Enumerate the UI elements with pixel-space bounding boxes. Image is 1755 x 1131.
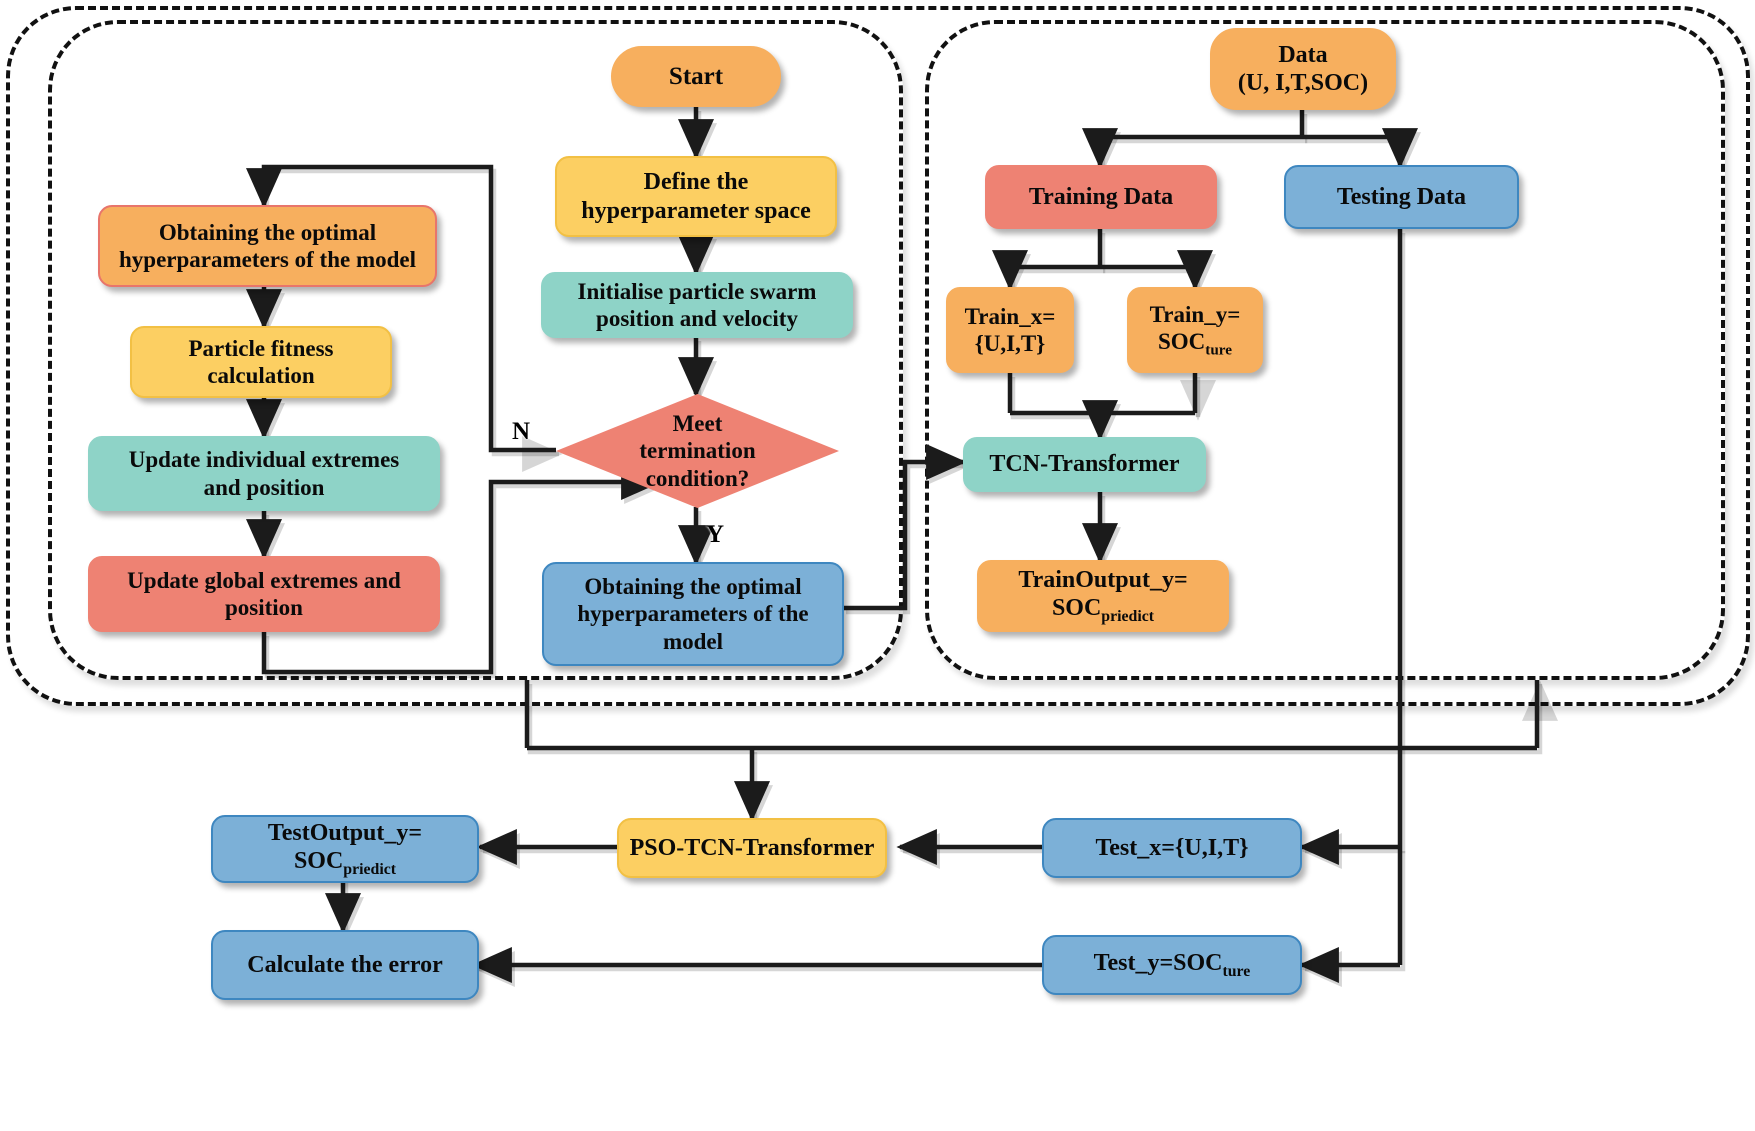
node-calculate-error[interactable]: Calculate the error xyxy=(211,930,479,1000)
node-train-y[interactable]: Train_y= SOCture xyxy=(1127,287,1263,373)
node-calculate-error-label: Calculate the error xyxy=(247,951,443,978)
node-update-global-line1: Update global extremes and xyxy=(127,567,401,593)
node-define-line1: Define the xyxy=(643,169,749,196)
node-test-output-y[interactable]: TestOutput_y= SOCpriedict xyxy=(211,815,479,883)
node-train-y-line1: Train_y= xyxy=(1149,301,1241,327)
node-start[interactable]: Start xyxy=(611,46,781,107)
node-define-hyperparameter-space[interactable]: Define the hyperparameter space xyxy=(555,156,837,237)
node-testing-data-label: Testing Data xyxy=(1336,183,1467,210)
node-init-line1: Initialise particle swarm xyxy=(577,278,817,304)
node-data[interactable]: Data (U, I,T,SOC) xyxy=(1210,28,1396,110)
node-decision-line2: termination xyxy=(639,438,756,464)
node-train-y-subscript: ture xyxy=(1205,341,1232,359)
node-train-output-soc: SOC xyxy=(1051,594,1102,621)
node-train-output-y[interactable]: TrainOutput_y= SOCpriedict xyxy=(977,560,1229,632)
node-testing-data[interactable]: Testing Data xyxy=(1284,165,1519,229)
node-obtaining-optimal-hyperparameters-blue[interactable]: Obtaining the optimal hyperparameters of… xyxy=(542,562,844,666)
node-tcn-transformer[interactable]: TCN-Transformer xyxy=(963,437,1206,492)
node-test-y[interactable]: Test_y=SOCture xyxy=(1042,935,1302,995)
node-test-y-main: Test_y=SOC xyxy=(1093,949,1223,976)
node-pso-tcn-transformer[interactable]: PSO-TCN-Transformer xyxy=(617,818,887,878)
node-fitness-line2: calculation xyxy=(207,363,315,388)
node-train-y-soc: SOC xyxy=(1158,328,1206,354)
node-pso-tcn-transformer-label: PSO-TCN-Transformer xyxy=(629,834,875,861)
node-test-y-subscript: ture xyxy=(1222,962,1251,980)
node-obtaining-optimal-hyperparameters-orange[interactable]: Obtaining the optimal hyperparameters of… xyxy=(98,205,437,287)
node-initialise-particle-swarm[interactable]: Initialise particle swarm position and v… xyxy=(541,272,853,338)
node-optimal-left-line2: hyperparameters of the model xyxy=(118,247,416,272)
node-train-output-line1: TrainOutput_y= xyxy=(1018,566,1188,593)
node-train-output-subscript: priedict xyxy=(1101,607,1155,625)
node-data-line1: Data xyxy=(1278,41,1328,68)
edge-label-yes: Y xyxy=(706,521,725,548)
node-test-output-subscript: priedict xyxy=(343,860,397,878)
node-update-individual-extremes[interactable]: Update individual extremes and position xyxy=(88,436,440,511)
node-test-output-soc: SOC xyxy=(293,847,344,874)
node-training-data-label: Training Data xyxy=(1028,183,1174,210)
pso-optimisation-panel xyxy=(48,20,903,680)
outer-dashed-container xyxy=(6,6,1750,706)
node-init-line2: position and velocity xyxy=(596,306,798,331)
node-update-individual-line1: Update individual extremes xyxy=(128,447,400,473)
node-decision-line1: Meet xyxy=(672,410,723,436)
node-tcn-transformer-label: TCN-Transformer xyxy=(989,451,1180,478)
node-data-line2: (U, I,T,SOC) xyxy=(1237,70,1369,96)
node-train-x-line2: {U,I,T} xyxy=(974,331,1046,356)
node-fitness-line1: Particle fitness xyxy=(188,335,334,361)
node-update-global-extremes[interactable]: Update global extremes and position xyxy=(88,556,440,632)
node-start-label: Start xyxy=(668,62,724,90)
node-optimal-blue-line1: Obtaining the optimal xyxy=(584,574,802,600)
model-training-panel xyxy=(925,20,1725,680)
node-train-x-line1: Train_x= xyxy=(964,303,1056,329)
node-update-global-line2: position xyxy=(225,595,303,620)
node-optimal-blue-line3: model xyxy=(662,628,724,654)
node-training-data[interactable]: Training Data xyxy=(985,165,1217,229)
node-update-individual-line2: and position xyxy=(203,474,325,500)
node-optimal-blue-line2: hyperparameters of the xyxy=(577,601,809,627)
node-decision-line3: condition? xyxy=(645,465,750,491)
node-test-x[interactable]: Test_x={U,I,T} xyxy=(1042,818,1302,878)
node-particle-fitness-calculation[interactable]: Particle fitness calculation xyxy=(130,326,392,398)
edge-label-no: N xyxy=(512,418,531,445)
node-test-output-line1: TestOutput_y= xyxy=(267,819,423,846)
node-optimal-left-line1: Obtaining the optimal xyxy=(158,219,377,245)
node-define-line2: hyperparameter space xyxy=(581,197,811,224)
node-train-x[interactable]: Train_x= {U,I,T} xyxy=(946,287,1074,373)
node-test-x-label: Test_x={U,I,T} xyxy=(1095,834,1249,861)
